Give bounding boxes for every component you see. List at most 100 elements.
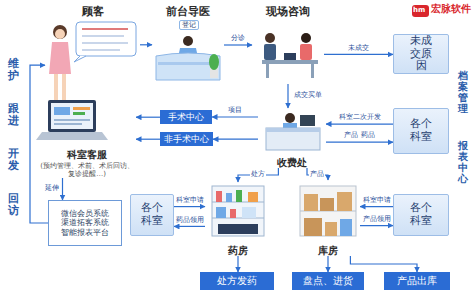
hair <box>53 25 67 39</box>
head <box>301 33 311 43</box>
chart-bar <box>73 112 85 115</box>
warehouse-boxes <box>300 186 356 236</box>
box <box>242 207 256 218</box>
side-label: 跟进 <box>8 103 19 127</box>
box <box>340 219 352 236</box>
laptop-icon <box>36 100 108 140</box>
node-title: 各个科室 <box>138 202 166 227</box>
flow-arrow <box>238 168 278 182</box>
counter <box>266 128 320 150</box>
flow-arrow <box>174 226 205 227</box>
dress <box>49 42 71 74</box>
consult-node: 现场咨询 <box>252 6 324 84</box>
side-label: 开发 <box>8 148 19 172</box>
flow-arrow <box>30 65 48 223</box>
node-title: 药房 <box>228 245 248 257</box>
side-label: 回访 <box>8 193 19 217</box>
node-title: 未成交原因 <box>407 35 435 73</box>
box <box>337 192 352 211</box>
chart-block <box>54 107 70 115</box>
node-title: 微信会员系统 <box>61 209 109 218</box>
box <box>325 222 337 236</box>
cashier-node: 收费处 <box>258 108 326 168</box>
bubble <box>76 22 136 56</box>
flow-arrow <box>307 168 328 180</box>
edge-label: 成交买单 <box>293 92 323 100</box>
output-box: 产品出库 <box>384 272 450 290</box>
node-title: 各个科室 <box>407 118 435 143</box>
edge-label: 科室二次开发 <box>338 114 382 122</box>
counter-top <box>266 128 320 132</box>
side-label: 维护 <box>8 58 19 82</box>
flow-arrow <box>324 54 393 55</box>
flow-arrow <box>140 44 152 45</box>
node-title: 顾客 <box>82 6 104 19</box>
node-text: 渠道拓客系统 <box>61 218 109 227</box>
logo-text: 宏脉软件 <box>431 4 471 15</box>
leg <box>54 74 58 102</box>
keyboard-base <box>36 132 108 140</box>
tag-label: 登记 <box>179 20 199 30</box>
edge-label: 分诊 <box>230 35 246 43</box>
flow-arrow <box>136 117 160 118</box>
output-box: 处方发药 <box>200 272 274 290</box>
edge-label: 未成交 <box>347 45 370 53</box>
flow-arrow <box>212 116 258 117</box>
box <box>320 198 334 211</box>
flow-arrow <box>287 84 288 108</box>
node-title: 前台导医 <box>166 6 210 19</box>
head <box>265 33 275 43</box>
reason-box: 未成交原因 <box>393 34 449 74</box>
node-title: 现场咨询 <box>266 6 310 19</box>
table <box>262 60 318 64</box>
warehouse-node: 库房 <box>296 180 360 256</box>
side-label: 报表中心 <box>458 140 468 184</box>
side-label: 档案管理 <box>458 70 468 114</box>
node-text: 智能报表平台 <box>61 228 109 237</box>
bubble-line <box>82 49 120 51</box>
pharmacy-node: 药房 <box>205 182 271 256</box>
edge-label: 产品 药品 <box>343 132 375 140</box>
speech-bubble <box>74 22 136 62</box>
face <box>55 29 65 39</box>
box <box>304 218 322 236</box>
edge-label: 处方 <box>250 171 266 179</box>
node-title: 手术中心 <box>168 112 204 122</box>
edge-label: 产品领用 <box>362 216 392 224</box>
department-box: 各个科室 <box>130 194 174 236</box>
service-node: 科室客服(预约管理、术前、术后回访、复诊提醒…) <box>38 96 136 178</box>
edge-label: 药品领用 <box>175 217 205 225</box>
edge-label: 产品 <box>309 171 325 179</box>
reception-desk <box>156 36 220 80</box>
node-title: 科室客服 <box>67 149 107 161</box>
reception-node: 前台导医 <box>152 6 224 84</box>
leg <box>62 74 66 102</box>
flow-arrow <box>174 206 205 207</box>
monitor <box>300 115 315 126</box>
flow-arrow <box>213 139 258 140</box>
output-box: 盘点、进货 <box>292 272 364 290</box>
flow-arrow <box>327 256 328 272</box>
node-title: 非手术中心 <box>164 134 209 144</box>
rack <box>300 186 356 236</box>
shelf <box>212 186 264 236</box>
register <box>218 224 258 234</box>
node-title: 产品出库 <box>397 276 437 287</box>
flow-arrow <box>360 206 393 207</box>
bottle <box>216 191 222 202</box>
body <box>264 44 276 60</box>
center-box: 手术中心 <box>160 110 212 124</box>
screen-inner <box>51 103 93 129</box>
box <box>304 194 318 211</box>
bubble-tail <box>74 56 86 62</box>
head <box>285 113 295 123</box>
edge-label: 延伸 <box>44 185 60 193</box>
bubble-line <box>82 28 128 30</box>
chart-line <box>54 123 82 125</box>
bubble-line <box>82 35 124 37</box>
consult-scene <box>262 33 318 78</box>
flow-arrow <box>224 44 252 45</box>
department-box: 各个科室 <box>393 108 449 154</box>
bottle <box>236 190 242 202</box>
